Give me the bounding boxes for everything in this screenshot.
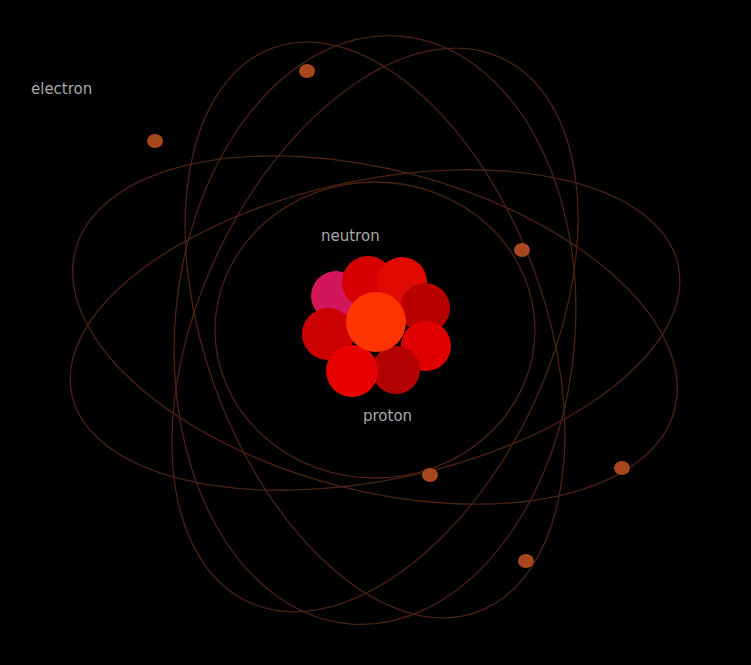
electron-dot (147, 134, 163, 148)
part-label: electron (28, 80, 95, 98)
orbit (150, 19, 600, 642)
part-label: neutron (318, 227, 383, 245)
electron-dot (518, 554, 534, 568)
electron-dot (299, 64, 315, 78)
orbit (34, 95, 716, 565)
electrons (147, 64, 630, 568)
orbits (34, 0, 716, 665)
nucleon (346, 292, 406, 352)
electron-dot (514, 243, 530, 257)
nucleus (302, 256, 451, 397)
orbit (113, 0, 638, 665)
electron-dot (614, 461, 630, 475)
part-label: proton (360, 407, 415, 425)
orbit (215, 182, 535, 478)
nucleon (326, 345, 378, 397)
orbit (90, 0, 661, 665)
electron-dot (422, 468, 438, 482)
orbit (41, 119, 710, 541)
nucleon (372, 346, 420, 394)
